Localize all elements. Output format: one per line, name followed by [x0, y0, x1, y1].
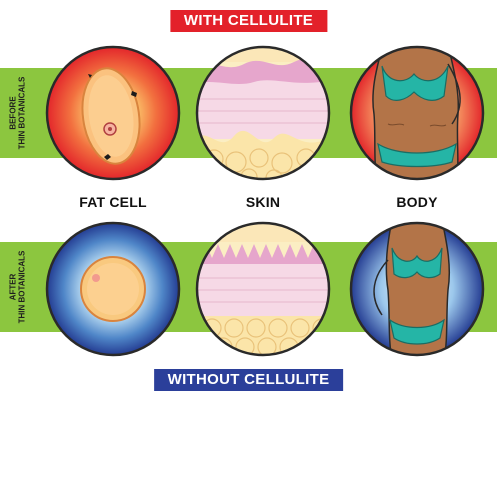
column-label-body: BODY	[396, 194, 438, 210]
without-cellulite-banner: WITHOUT CELLULITE	[153, 369, 344, 391]
before-row-label: BEFORE THIN BOTANICALS	[0, 68, 34, 158]
fat-cell-with-cellulite	[44, 44, 182, 182]
skin-without-cellulite	[194, 220, 332, 358]
skin-with-cellulite	[194, 44, 332, 182]
body-with-cellulite	[348, 44, 486, 182]
body-without-cellulite	[348, 220, 486, 358]
with-cellulite-banner: WITH CELLULITE	[169, 10, 328, 32]
column-label-fat-cell: FAT CELL	[79, 194, 147, 210]
before-label-line1: BEFORE	[8, 96, 18, 130]
after-label-line1: AFTER	[8, 273, 18, 301]
before-label-line2: THIN BOTANICALS	[17, 76, 27, 150]
after-row-label: AFTER THIN BOTANICALS	[0, 242, 34, 332]
fat-cell-without-cellulite	[44, 220, 182, 358]
column-label-skin: SKIN	[245, 194, 281, 210]
after-label-line2: THIN BOTANICALS	[17, 250, 27, 324]
